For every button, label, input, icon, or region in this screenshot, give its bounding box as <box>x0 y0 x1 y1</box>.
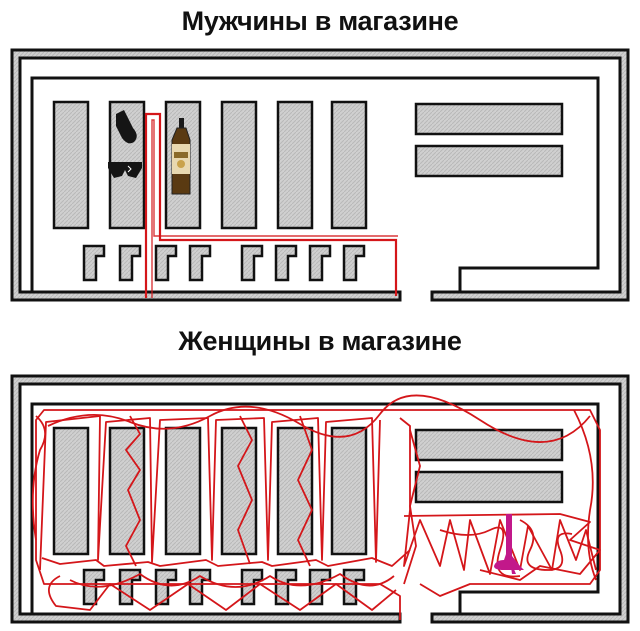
whiskey-bottle-icon <box>171 118 191 195</box>
checkout-6 <box>274 244 298 282</box>
inner-wall <box>30 402 600 614</box>
checkout-2 <box>118 568 142 606</box>
checkout-3 <box>154 568 178 606</box>
men-store-floorplan <box>0 44 640 306</box>
shelf-h-1 <box>414 428 564 462</box>
women-shopping-path <box>31 394 601 620</box>
checkout-1 <box>82 244 106 282</box>
underwear-icon <box>108 162 142 178</box>
inner-wall <box>30 76 600 292</box>
checkout-counters <box>82 244 366 282</box>
shoe-icon <box>494 514 524 574</box>
shelf-3 <box>164 426 202 556</box>
checkout-6 <box>274 568 298 606</box>
outer-wall <box>10 48 630 302</box>
checkout-4 <box>188 244 212 282</box>
checkout-counters <box>82 568 366 606</box>
sock-icon <box>116 110 137 144</box>
women-store-floorplan <box>0 370 640 628</box>
shelf-5 <box>276 426 314 556</box>
checkout-8 <box>342 244 366 282</box>
shelf-1 <box>52 100 90 230</box>
checkout-7 <box>308 568 332 606</box>
shelf-5 <box>276 100 314 230</box>
shelf-h-2 <box>414 144 564 178</box>
men-shopping-path <box>144 112 398 298</box>
checkout-5 <box>240 568 264 606</box>
men-in-store-title: Мужчины в магазине <box>181 6 459 36</box>
women-in-store-title: Женщины в магазине <box>178 326 462 356</box>
checkout-3 <box>154 244 178 282</box>
shelf-4 <box>220 100 258 230</box>
shelf-6 <box>330 100 368 230</box>
shelves <box>52 426 564 556</box>
shelf-2 <box>108 426 146 556</box>
checkout-7 <box>308 244 332 282</box>
outer-wall <box>10 374 630 624</box>
checkout-8 <box>342 568 366 606</box>
checkout-2 <box>118 244 142 282</box>
shelf-h-1 <box>414 102 564 136</box>
shelf-6 <box>330 426 368 556</box>
checkout-5 <box>240 244 264 282</box>
shelf-h-2 <box>414 470 564 504</box>
shelf-1 <box>52 426 90 556</box>
